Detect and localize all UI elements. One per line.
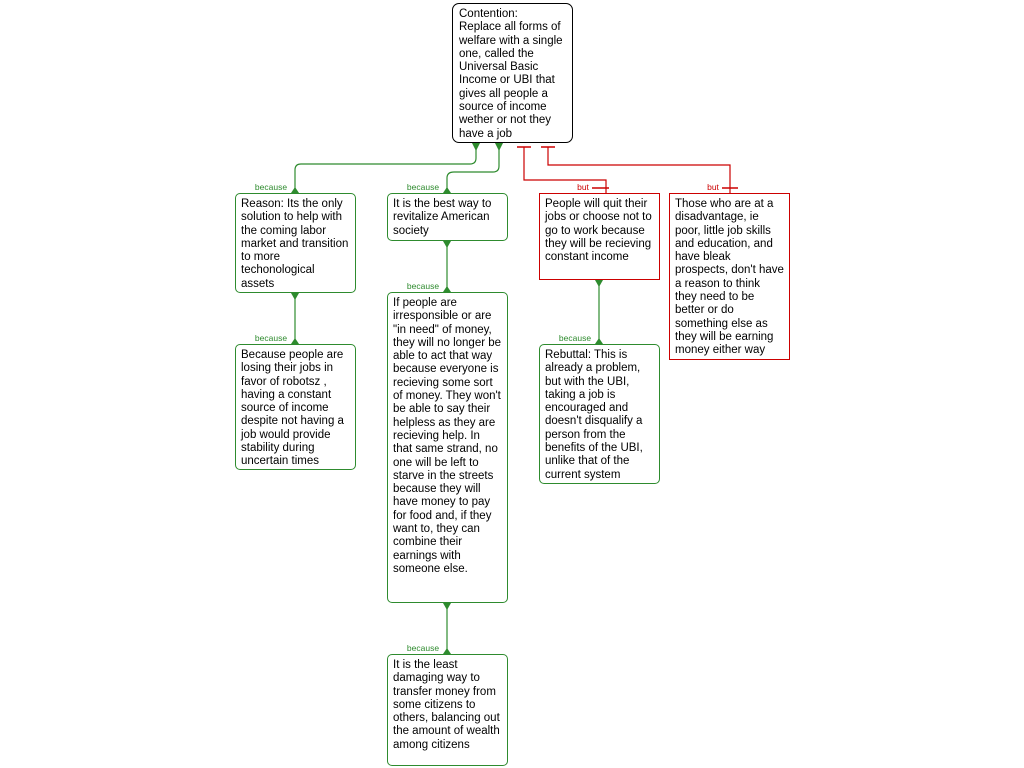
reason2-sub-node[interactable]: If people are irresponsible or are "in n…	[387, 292, 508, 603]
connector-tail-objection1-sub	[595, 338, 603, 344]
connector-tail-reason2-sub	[443, 286, 451, 292]
connector-reason1	[294, 143, 477, 193]
because-label-reason2-sub2: because	[406, 643, 440, 653]
but-label-objection2: but	[707, 182, 719, 192]
connector-head-reason2-sub2	[443, 603, 451, 610]
because-label-reason1-sub: because	[254, 333, 288, 343]
connector-reason2	[446, 143, 500, 193]
contention-node[interactable]: Contention: Replace all forms of welfare…	[452, 3, 573, 143]
objection2-node[interactable]: Those who are at a disadvantage, ie poor…	[669, 193, 790, 360]
connector-objection2	[547, 147, 731, 193]
because-label-reason1: because	[254, 182, 288, 192]
because-label-reason2-sub: because	[406, 281, 440, 291]
but-label-objection1: but	[577, 182, 589, 192]
connector-tail-reason1-sub	[291, 338, 299, 344]
objection1-sub-node[interactable]: Rebuttal: This is already a problem, but…	[539, 344, 660, 484]
connector-head-reason1	[472, 143, 480, 151]
reason2-sub2-node[interactable]: It is the least damaging way to transfer…	[387, 654, 508, 766]
connector-tail-reason1	[291, 187, 299, 193]
connector-objection1	[523, 147, 607, 193]
reason1-node[interactable]: Reason: Its the only solution to help wi…	[235, 193, 356, 293]
because-label-objection1-sub: because	[558, 333, 592, 343]
reason2-node[interactable]: It is the best way to revitalize America…	[387, 193, 508, 241]
connector-tail-reason2-sub2	[443, 648, 451, 654]
objection1-node[interactable]: People will quit their jobs or choose no…	[539, 193, 660, 280]
connector-tail-reason2	[443, 187, 451, 193]
because-label-reason2: because	[406, 182, 440, 192]
connector-head-reason2	[495, 143, 503, 151]
connector-head-reason2-sub	[443, 241, 451, 248]
connector-head-objection1-sub	[595, 280, 603, 287]
reason1-sub-node[interactable]: Because people are losing their jobs in …	[235, 344, 356, 470]
connector-head-reason1-sub	[291, 293, 299, 300]
